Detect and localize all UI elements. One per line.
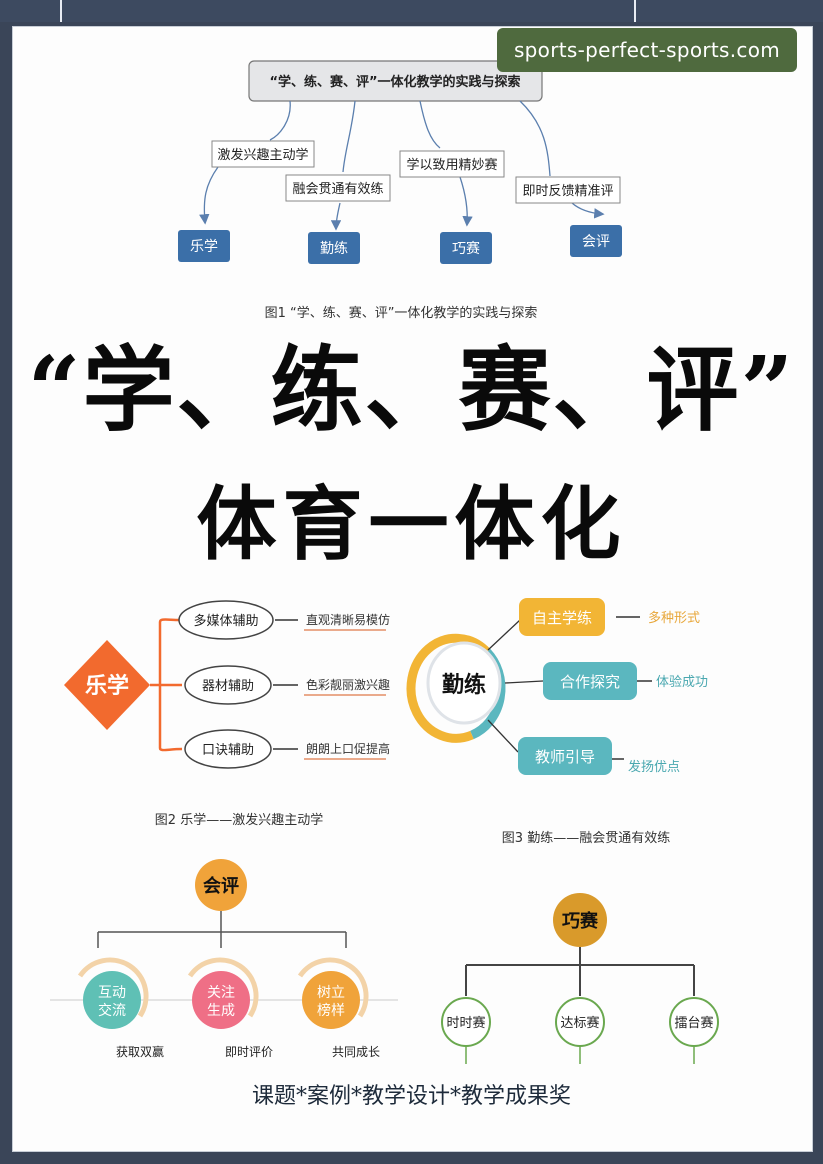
fig4-item-3-line1: 树立 — [317, 985, 345, 1001]
fig3-item-3-label: 教师引导 — [535, 748, 595, 766]
bar-divider — [634, 0, 636, 22]
fig1-branch-2 — [285, 174, 391, 202]
fig5-item-3-label: 擂台赛 — [674, 1015, 713, 1031]
fig1-root-text: “学、练、赛、评”一体化教学的实践与探索 — [269, 74, 520, 90]
fig3-center-label: 勤练 — [442, 672, 486, 698]
fig5-center-label: 巧赛 — [562, 910, 599, 932]
fig3-item-3 — [518, 737, 612, 775]
fig4-item-3-line2: 榜样 — [317, 1002, 345, 1019]
figure-3-qinlian: 勤练 自主学练 合作探究 教师引导 多种形式 体验成功 发扬优点 图3 勤练——… — [406, 598, 708, 846]
fig1-branch-3-label: 学以致用精妙赛 — [406, 157, 497, 173]
fig4-desc-1: 获取双赢 — [116, 1044, 164, 1059]
fig3-center-circle — [426, 641, 502, 725]
fig1-branch-1-label: 激发兴趣主动学 — [217, 147, 308, 163]
fig2-desc-3: 朗朗上口促提高 — [306, 741, 390, 756]
fig4-center-circle — [195, 859, 247, 911]
figure-5-qiaosai: 巧赛 时时赛 达标赛 擂台赛 — [441, 893, 719, 1064]
fig3-item-1 — [519, 598, 605, 636]
figure-2-lexue: 乐学 多媒体辅助 器材辅助 口诀辅助 直观清晰易模仿 色彩靓丽激兴趣 朗朗上口促… — [64, 600, 390, 828]
footer-text: 课题*案例*教学设计*教学成果奖 — [251, 1084, 571, 1109]
fig2-center-label: 乐学 — [85, 673, 129, 699]
fig3-item-2-label: 合作探究 — [560, 673, 620, 691]
fig1-target-2-label: 勤练 — [320, 241, 348, 257]
fig2-item-1-label: 多媒体辅助 — [193, 613, 258, 629]
fig2-item-2-label: 器材辅助 — [202, 679, 254, 694]
fig4-item-1-line2: 交流 — [98, 1002, 126, 1019]
fig1-caption: 图1 “学、练、赛、评”一体化教学的实践与探索 — [265, 305, 538, 321]
fig1-branch-1 — [211, 140, 315, 168]
fig3-item-1-label: 自主学练 — [532, 609, 592, 627]
fig1-target-1 — [178, 230, 230, 262]
fig2-item-3 — [184, 729, 272, 769]
fig1-target-3-label: 巧赛 — [452, 241, 480, 257]
top-bar — [0, 0, 823, 22]
fig2-desc-1: 直观清晰易模仿 — [306, 613, 390, 627]
fig5-item-1-label: 时时赛 — [446, 1015, 485, 1031]
fig1-branch-4-label: 即时反馈精准评 — [522, 184, 613, 199]
fig2-caption: 图2 乐学——激发兴趣主动学 — [155, 812, 323, 828]
fig4-item-2-line1: 关注 — [207, 985, 235, 1001]
fig2-item-1 — [178, 600, 274, 640]
fig1-branch-3 — [399, 150, 505, 178]
fig4-item-1 — [83, 971, 141, 1029]
fig1-target-4 — [570, 225, 622, 257]
main-title-line-2: 体育一体化 — [196, 477, 627, 571]
fig4-item-2-line2: 生成 — [207, 1003, 235, 1019]
fig1-branch-4 — [515, 176, 621, 204]
fig2-desc-2: 色彩靓丽激兴趣 — [306, 677, 390, 692]
fig2-item-2 — [184, 665, 272, 705]
fig4-item-3 — [302, 971, 360, 1029]
fig3-desc-3: 发扬优点 — [628, 759, 680, 775]
fig3-desc-1: 多种形式 — [648, 610, 700, 626]
fig4-desc-3: 共同成长 — [332, 1045, 380, 1059]
fig4-item-2 — [192, 971, 250, 1029]
fig1-root-box — [248, 60, 543, 102]
fig1-branch-2-label: 融会贯通有效练 — [292, 182, 383, 197]
fig1-target-4-label: 会评 — [582, 234, 610, 250]
figure-1-concept-map: “学、练、赛、评”一体化教学的实践与探索 激发兴趣主动学 融会贯通有效练 学以致… — [178, 60, 622, 321]
fig1-target-2 — [308, 232, 360, 264]
fig3-item-2 — [543, 662, 637, 700]
watermark-badge[interactable]: sports-perfect-sports.com — [497, 28, 797, 72]
fig4-desc-2: 即时评价 — [225, 1045, 273, 1059]
fig1-target-1-label: 乐学 — [190, 239, 218, 255]
figure-4-huiping: 会评 互动 交流 关注 生成 树立 榜样 获取双赢 即时评价 共同成长 — [50, 859, 398, 1059]
fig5-center-circle — [553, 893, 607, 947]
fig3-desc-2: 体验成功 — [656, 674, 708, 690]
fig3-caption: 图3 勤练——融会贯通有效练 — [502, 831, 670, 846]
bar-divider — [60, 0, 62, 22]
fig2-center-diamond — [64, 640, 150, 730]
fig4-center-label: 会评 — [203, 875, 239, 897]
fig2-item-3-label: 口诀辅助 — [202, 743, 254, 758]
fig5-item-2-label: 达标赛 — [560, 1015, 599, 1031]
main-title-line-1: “学、练、赛、评” — [27, 336, 796, 444]
fig4-item-1-line1: 互动 — [98, 985, 126, 1001]
fig1-target-3 — [440, 232, 492, 264]
